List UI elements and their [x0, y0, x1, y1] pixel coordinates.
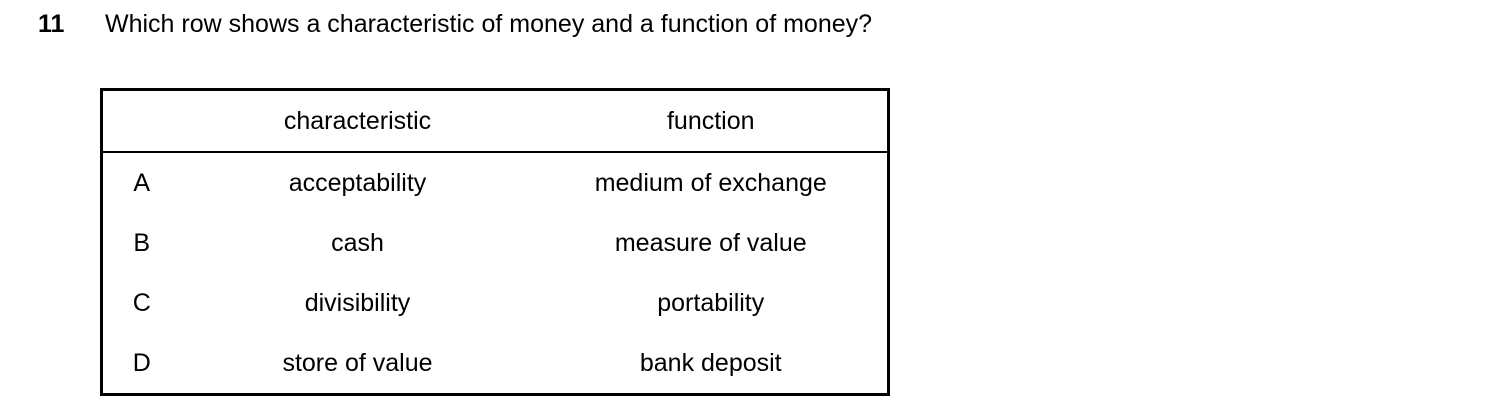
option-letter-a: A — [133, 168, 151, 197]
question-text: Which row shows a characteristic of mone… — [105, 10, 873, 38]
option-d-characteristic: store of value — [282, 348, 433, 377]
table-row[interactable]: A acceptability medium of exchange — [102, 152, 889, 213]
answer-options-table: characteristic function A acceptability … — [100, 88, 890, 396]
option-b-function: measure of value — [614, 228, 807, 257]
option-c-characteristic: divisibility — [304, 288, 411, 317]
option-letter-c: C — [132, 288, 151, 317]
question-number: 11 — [38, 10, 65, 38]
table-row[interactable]: C divisibility portability — [102, 273, 889, 333]
table-row[interactable]: D store of value bank deposit — [102, 333, 889, 395]
header-cell-characteristic: characteristic — [180, 89, 535, 153]
header-cell-letter — [101, 89, 181, 153]
option-b-characteristic: cash — [331, 228, 384, 257]
option-a-characteristic: acceptability — [288, 168, 427, 197]
table-header-row: characteristic function — [101, 89, 889, 153]
option-d-function: bank deposit — [639, 348, 782, 377]
option-letter-b: B — [133, 228, 151, 257]
table-row[interactable]: B cash measure of value — [102, 213, 889, 273]
option-a-function: medium of exchange — [594, 168, 827, 197]
question-line: 11 Which row shows a characteristic of m… — [38, 10, 872, 39]
option-c-function: portability — [657, 288, 765, 317]
option-letter-d: D — [132, 348, 151, 377]
header-cell-function: function — [534, 89, 889, 153]
